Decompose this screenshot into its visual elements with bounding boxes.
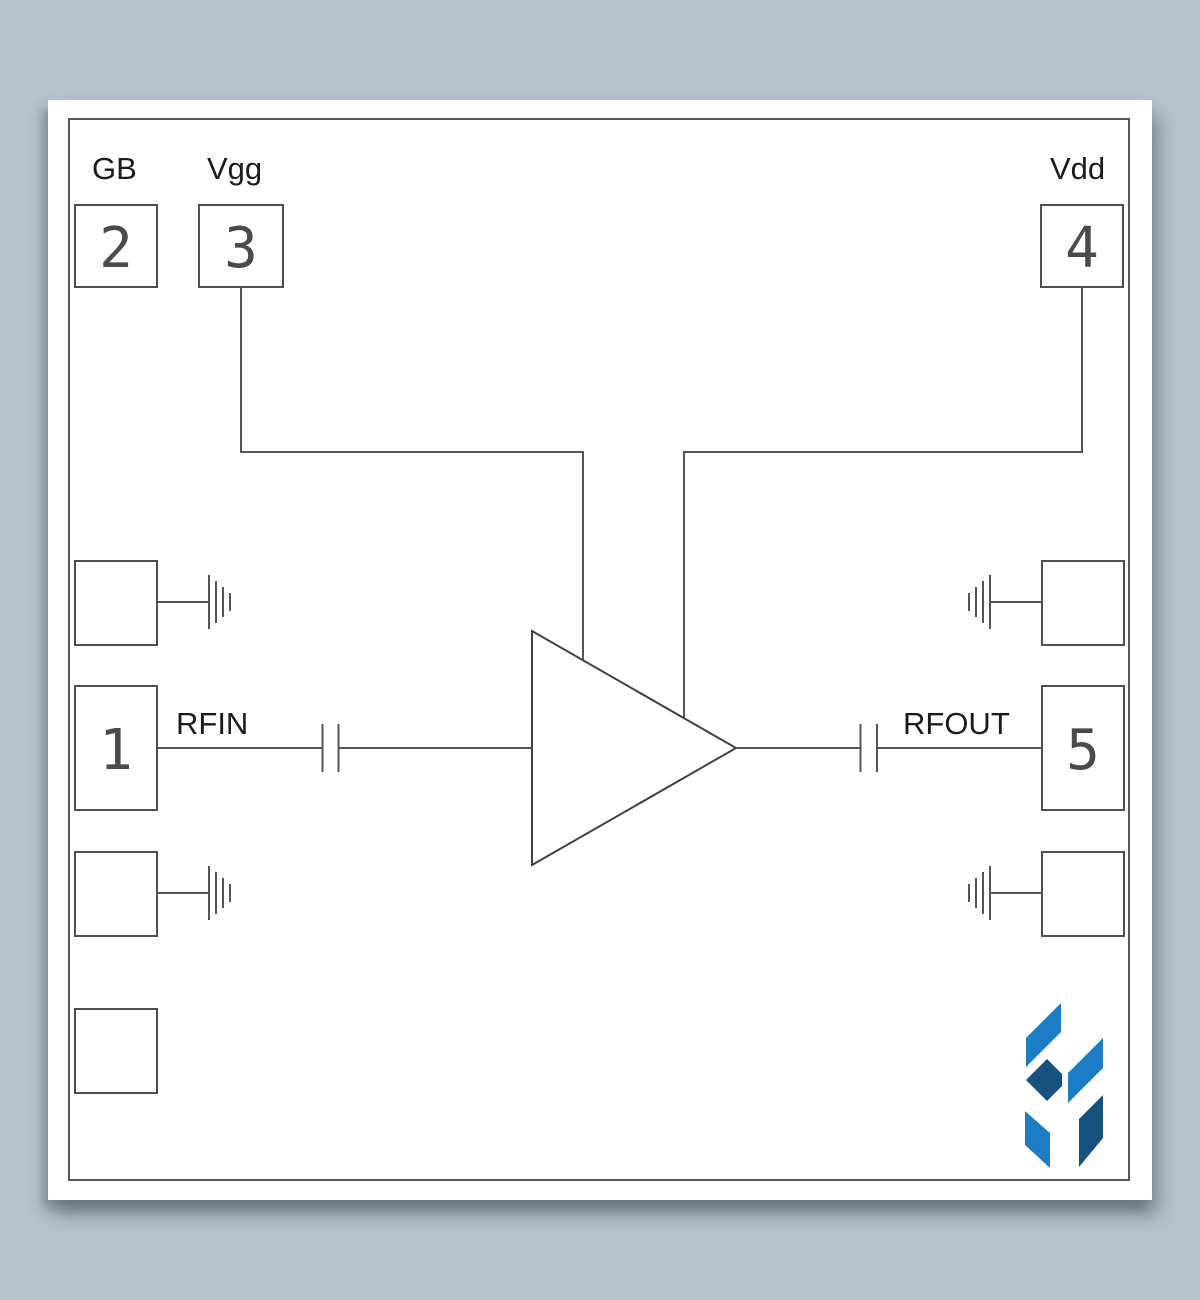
logo-lower-left-leg	[1025, 1111, 1050, 1168]
pin-3-number: 3	[224, 216, 258, 281]
logo-upper-left-band	[1026, 1003, 1061, 1067]
ground-pad-box	[74, 851, 158, 937]
logo-upper-right-band	[1068, 1038, 1103, 1103]
ground-pad-box	[1041, 560, 1125, 646]
vdd-bias-wire	[683, 287, 1083, 718]
amplifier-schematic: 2 3 4 1 5 GB Vgg Vdd RFIN RFOUT	[68, 118, 1130, 1181]
pin-4-label: Vdd	[1050, 151, 1105, 186]
ground-pad-box	[1041, 851, 1125, 937]
vgg-bias-wire	[240, 287, 584, 660]
unused-pad-box	[74, 1008, 158, 1094]
pin-2-box	[74, 204, 158, 288]
pin-4-number: 4	[1065, 216, 1099, 281]
pin-2-label: GB	[92, 151, 137, 186]
pin-5-number: 5	[1066, 718, 1100, 783]
pin-1-label: RFIN	[176, 706, 248, 741]
ground-pad-box	[74, 560, 158, 646]
schematic-page: 2 3 4 1 5 GB Vgg Vdd RFIN RFOUT	[48, 100, 1152, 1200]
pin-5-box	[1041, 685, 1125, 811]
pin-1-box	[74, 685, 158, 811]
rf-ground-icon	[157, 866, 231, 920]
schematic-border-frame	[68, 118, 1130, 1181]
pin-1-number: 1	[99, 718, 133, 783]
capacitor-icon	[859, 724, 878, 772]
pin-5-label: RFOUT	[903, 706, 1010, 741]
capacitor-icon	[321, 724, 340, 772]
pin-3-box	[198, 204, 284, 288]
logo-lower-right-leg	[1079, 1095, 1103, 1167]
hittite-h-logo-icon	[1025, 1003, 1103, 1168]
rf-ground-icon	[968, 866, 1042, 920]
logo-center-diamond	[1026, 1059, 1062, 1101]
amplifier-triangle-icon	[531, 629, 739, 867]
pin-2-number: 2	[99, 216, 133, 281]
pin-3-label: Vgg	[207, 151, 262, 186]
rf-ground-icon	[968, 575, 1042, 629]
pin-4-box	[1040, 204, 1124, 288]
rf-ground-icon	[157, 575, 231, 629]
